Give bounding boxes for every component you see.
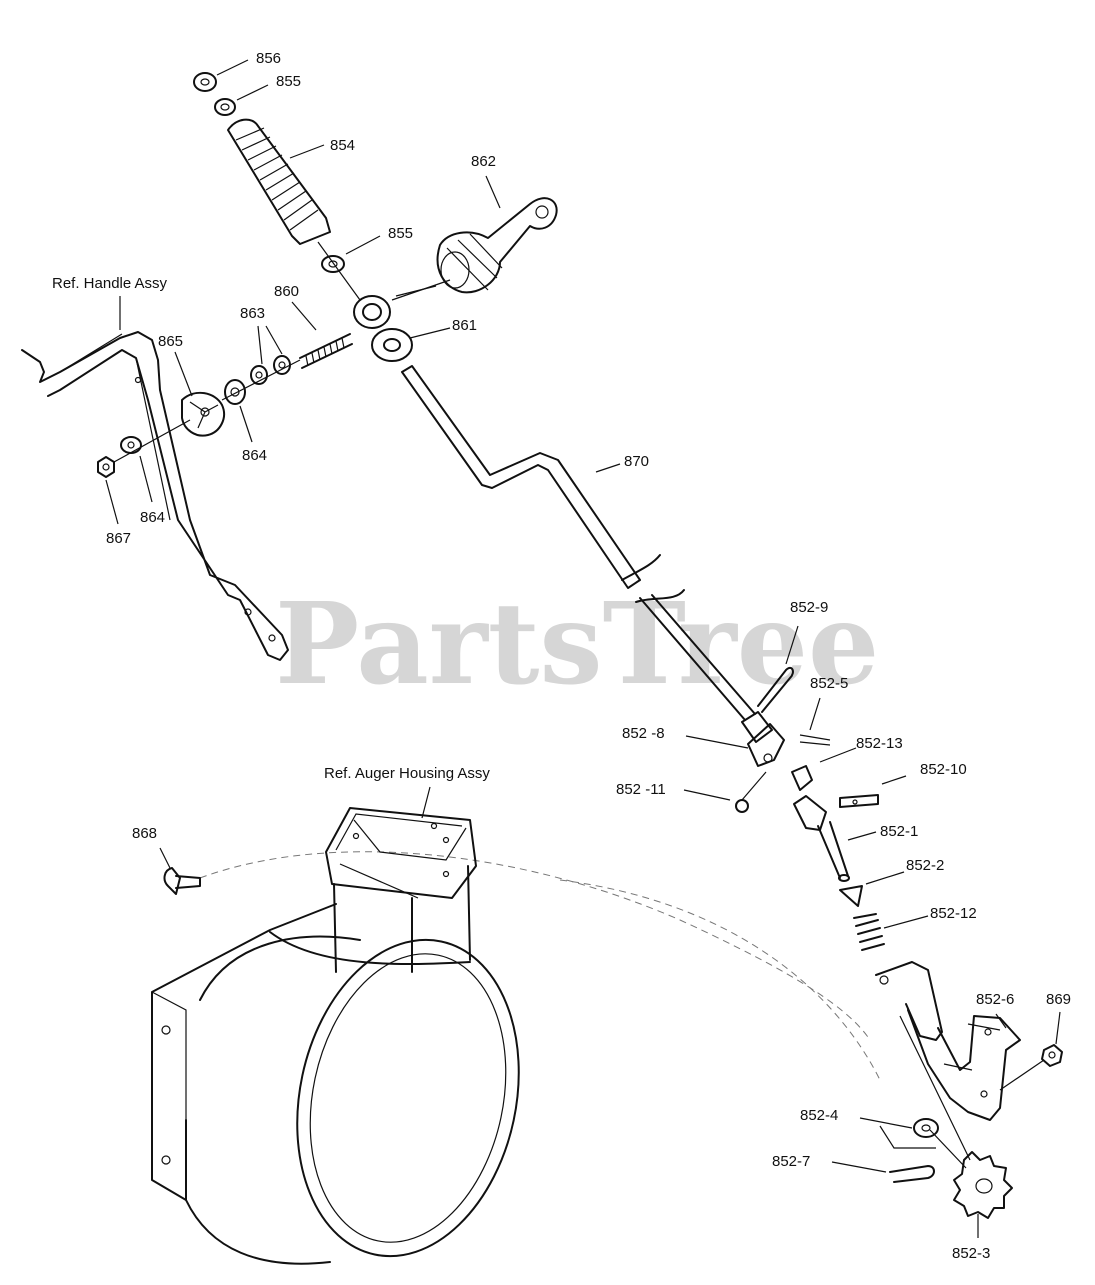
callout-852-2: 852-2	[906, 857, 944, 874]
callout-862: 862	[471, 153, 496, 170]
part-852-4-washer	[913, 1118, 939, 1138]
callout-868: 868	[132, 825, 157, 842]
part-868-bolt	[163, 867, 201, 895]
callout-852-7: 852-7	[772, 1153, 810, 1170]
part-852-5-pin	[799, 734, 831, 746]
part-869-nut	[1041, 1044, 1063, 1067]
callout-864-right: 864	[242, 447, 267, 464]
callout-870: 870	[624, 453, 649, 470]
part-865-cam	[181, 391, 226, 437]
auger-housing	[151, 807, 520, 1265]
callout-863: 863	[240, 305, 265, 322]
callout-865: 865	[158, 333, 183, 350]
callout-855-lower: 855	[388, 225, 413, 242]
reference-arc-upper	[199, 851, 871, 1041]
part-864-washer-left	[120, 436, 142, 454]
callout-852-5: 852-5	[810, 675, 848, 692]
part-861-bushing	[371, 328, 413, 362]
callout-852-8: 852 -8	[622, 725, 665, 742]
handle-assembly	[21, 331, 289, 661]
part-852-2-washer	[839, 885, 863, 907]
part-854-grip	[227, 118, 331, 245]
part-852-1-shaft	[793, 795, 850, 882]
callout-869: 869	[1046, 991, 1071, 1008]
part-864-washer-right	[224, 379, 246, 405]
part-852-9-clip	[757, 666, 794, 713]
ref-handle-assy-label: Ref. Handle Assy	[52, 275, 168, 292]
callout-864-left: 864	[140, 509, 165, 526]
callout-852-4: 852-4	[800, 1107, 838, 1124]
callout-854: 854	[330, 137, 355, 154]
callout-852-11: 852 -11	[616, 781, 666, 798]
callout-852-9: 852-9	[790, 599, 828, 616]
part-863-nuts	[250, 355, 291, 385]
callout-852-3: 852-3	[952, 1245, 990, 1262]
part-855-washer-top	[214, 98, 236, 116]
part-856-cap	[193, 72, 217, 92]
part-855-washer-lower	[321, 255, 345, 273]
reference-arc-lower	[559, 879, 881, 1081]
callout-855-top: 855	[276, 73, 301, 90]
part-867-nut	[97, 456, 115, 478]
callout-852-13: 852-13	[856, 735, 903, 752]
part-852-10-pin	[839, 794, 879, 808]
part-860-eyebolt	[299, 295, 391, 369]
axis-line-upper	[221, 359, 301, 401]
part-862-rod-end	[436, 197, 558, 294]
callout-867: 867	[106, 530, 131, 547]
gear-axis-line	[899, 1015, 1045, 1169]
callout-852-10: 852-10	[920, 761, 967, 778]
part-852-12-spring	[853, 913, 885, 951]
axis-line-lower	[113, 419, 191, 463]
watermark: PartsTree	[275, 579, 879, 710]
part-852-13-block	[791, 765, 813, 791]
callout-labels: 856 855 854 862 855 Ref. Handle Assy 860…	[52, 50, 1071, 1262]
callout-852-6: 852-6	[976, 991, 1014, 1008]
part-852-11-bolt	[735, 771, 767, 813]
part-852-7-clip	[889, 1165, 935, 1183]
callout-860: 860	[274, 283, 299, 300]
grip-axis-line	[317, 241, 361, 301]
part-852-3-gear	[953, 1151, 1013, 1219]
part-852-6-bracket	[875, 961, 1021, 1121]
leader-lines	[105, 59, 1061, 1238]
ref-auger-housing-label: Ref. Auger Housing Assy	[324, 765, 490, 782]
part-870-chute-rod	[401, 365, 773, 743]
callout-852-12: 852-12	[930, 905, 977, 922]
callout-852-1: 852-1	[880, 823, 918, 840]
callout-861: 861	[452, 317, 477, 334]
callout-856: 856	[256, 50, 281, 67]
part-852-8-clevis	[747, 723, 785, 767]
